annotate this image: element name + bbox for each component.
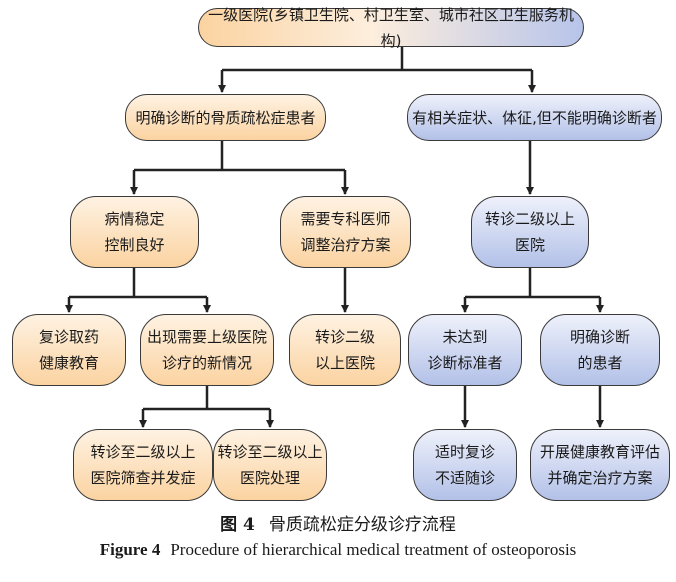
node-new-condition: 出现需要上级医院 诊疗的新情况 bbox=[140, 314, 274, 386]
node-refer-level2-b: 转诊二级 以上医院 bbox=[289, 314, 401, 386]
caption-english: Figure 4 Procedure of hierarchical medica… bbox=[0, 540, 676, 560]
node-primary-hospital: 一级医院(乡镇卫生院、村卫生室、城市社区卫生服务机构) bbox=[198, 6, 584, 50]
connector-refer bbox=[465, 268, 600, 299]
connector-root bbox=[222, 47, 532, 72]
node-not-meet-criteria: 未达到 诊断标准者 bbox=[408, 314, 522, 386]
caption-chinese-text: 骨质疏松症分级诊疗流程 bbox=[268, 515, 456, 535]
connector-stable bbox=[69, 268, 207, 299]
node-refer-level2: 转诊二级以上 医院 bbox=[471, 196, 589, 268]
node-undiagnosed-patients: 有相关症状、体征,但不能明确诊断者 bbox=[407, 94, 662, 141]
node-stable-condition: 病情稳定 控制良好 bbox=[70, 196, 199, 268]
node-diagnosed-patients: 明确诊断的骨质疏松症患者 bbox=[125, 94, 326, 141]
node-timely-review: 适时复诊 不适随诊 bbox=[413, 429, 517, 501]
flowchart-connectors bbox=[65, 47, 604, 428]
node-refer-treatment: 转诊至二级以上 医院处理 bbox=[213, 429, 327, 501]
caption-chinese: 图 4 骨质疏松症分级诊疗流程 bbox=[0, 510, 676, 535]
node-confirmed-patients: 明确诊断 的患者 bbox=[540, 314, 660, 386]
connector-diagnosed bbox=[134, 141, 345, 172]
node-followup-education: 复诊取药 健康教育 bbox=[12, 314, 126, 386]
caption-english-label: Figure 4 bbox=[99, 540, 161, 559]
connector-new-condition bbox=[143, 386, 270, 411]
caption-english-text: Procedure of hierarchical medical treatm… bbox=[170, 540, 577, 559]
caption-chinese-label: 图 4 bbox=[220, 515, 255, 535]
node-screen-complications: 转诊至二级以上 医院筛查并发症 bbox=[73, 429, 213, 501]
node-specialist-adjustment: 需要专科医师 调整治疗方案 bbox=[280, 196, 411, 268]
node-health-education: 开展健康教育评估 并确定治疗方案 bbox=[530, 429, 670, 501]
